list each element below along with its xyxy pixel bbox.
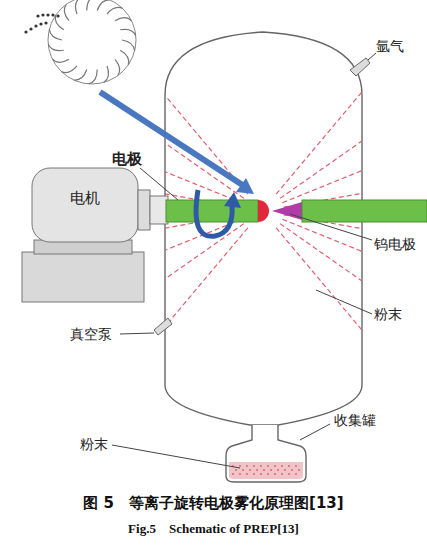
motor-box: 电机 [32,168,138,228]
disk-blade [49,29,62,40]
rotating-disk [48,0,136,84]
leader-line [316,290,372,314]
tank-powder [229,462,303,479]
molten-tip [258,200,269,222]
powder-trajectory [0,224,244,395]
disk-blade [61,66,77,73]
powder-trajectory [280,27,427,198]
motor-base [22,252,144,302]
powder-dot [267,465,269,467]
powder-dot [288,465,290,467]
disk-blade [55,15,64,30]
powder-trajectories [0,0,427,456]
rotation-arrow [196,190,232,236]
leader-line [120,333,154,334]
motor-label: 电机 [70,189,100,208]
powder-dot [281,465,283,467]
powder-dot [284,469,286,471]
powder-dot [267,473,269,475]
view-arrow [100,92,244,186]
powder-trajectory [276,0,427,194]
part-label: 钨电极 [374,236,416,253]
disk-blade [75,0,80,14]
disk-blade [115,59,120,75]
powder-dot [246,465,248,467]
rotation-arrowhead [224,192,241,208]
powder-dot [260,473,262,475]
disk-blade [122,40,135,51]
disk-blade [87,0,96,10]
caption-english: Fig.5 Schematic of PREP[13] [0,520,427,538]
powder-dots [232,465,300,475]
tungsten-electrode [302,200,427,222]
tungsten-tip [272,202,302,220]
part-label: 收集罐 [334,412,376,429]
part-label: 电极 [112,150,142,168]
leader-line [368,53,376,60]
powder-dot [298,469,300,471]
powder-dot [253,465,255,467]
powder-trajectory [280,224,427,395]
powder-dot [291,469,293,471]
motor-body [32,168,138,242]
powder-dot [277,469,279,471]
disk-blade [104,66,109,82]
powder-dot [288,473,290,475]
caption: 图 5 等离子旋转电极雾化原理图[13] [0,494,427,513]
powder-dot [256,469,258,471]
powder-dot [295,465,297,467]
powder-dot [281,473,283,475]
argon-inlet [350,58,370,76]
spray-dots [24,13,59,33]
disk-blade [120,50,129,65]
powder-dot [260,465,262,467]
powder-trajectory [282,91,427,203]
powder-dot [263,469,265,471]
leader-line [112,445,240,468]
powder-dot [235,469,237,471]
view-arrowhead [236,178,254,194]
motor-flange [138,190,150,230]
powder-dot [274,473,276,475]
disk-blade [64,4,69,20]
rotating-electrode [166,200,258,222]
motor-coupling [150,196,168,224]
powder-dot [242,469,244,471]
powder-dot [274,465,276,467]
powder-dot [249,469,251,471]
collection-tank [226,425,306,482]
powder-dot [270,469,272,471]
part-label: 粉末 [80,436,108,453]
disk-blade [120,29,136,35]
leader-line [140,168,178,200]
leader-line [290,214,372,240]
chamber-wall [165,32,362,425]
powder-dot [253,473,255,475]
powder-dot [246,473,248,475]
disk-blade [74,70,87,81]
powder-trajectory [284,155,427,207]
disk-blade [52,59,69,62]
powder-trajectory [284,215,427,267]
disk-blade [89,70,98,84]
part-label: 粉末 [374,306,402,323]
powder-trajectory [276,228,427,456]
powder-dot [239,473,241,475]
disk-blade [107,7,123,14]
leader-line [300,424,330,440]
disk-blade [97,0,110,10]
powder-dot [239,465,241,467]
powder-trajectory [56,0,248,194]
disk-blade [48,44,64,50]
part-label: 真空泵 [70,326,112,343]
disk-blade [115,18,132,21]
powder-dot [295,473,297,475]
part-label: 氩气 [376,38,404,55]
powder-trajectory [282,219,427,331]
powder-dot [232,473,234,475]
vacuum-port [154,318,172,335]
